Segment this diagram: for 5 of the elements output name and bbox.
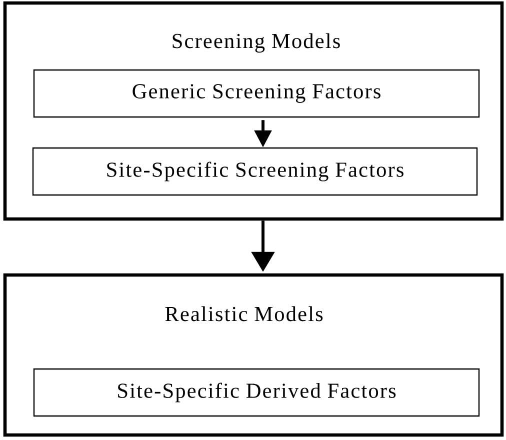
panel-heading: Screening Models — [172, 33, 340, 53]
process-box: Site-Specific Screening Factors — [32, 147, 478, 196]
process-box: Site-Specific Derived Factors — [33, 368, 480, 417]
panel-heading: Realistic Models — [165, 306, 323, 322]
process-box: Generic Screening Factors — [33, 69, 480, 118]
